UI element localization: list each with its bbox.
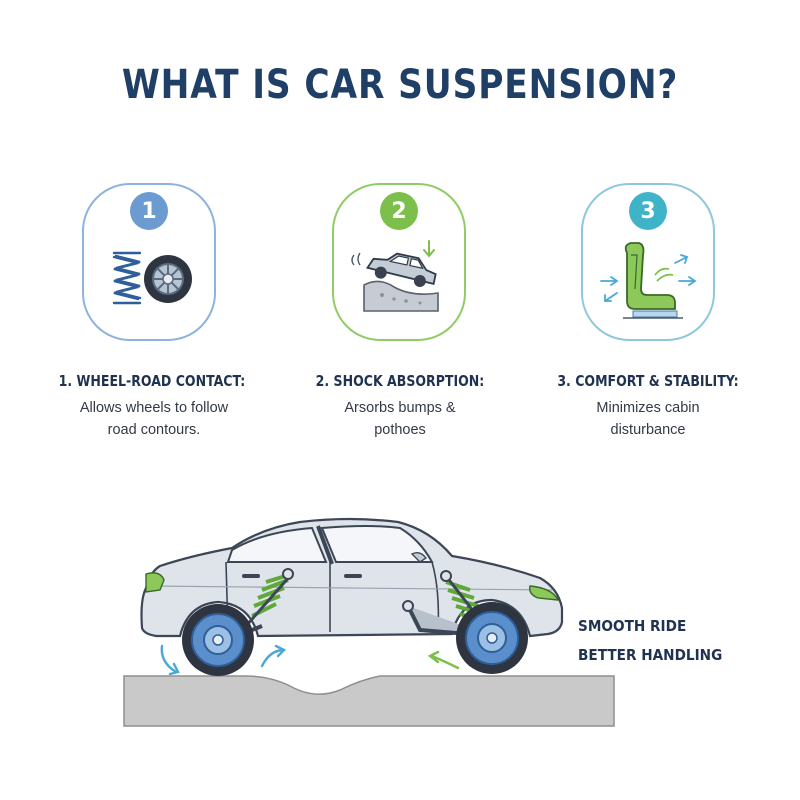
step-description-line: disturbance xyxy=(610,422,686,438)
step-card-wheel-road-contact: 1 xyxy=(82,183,216,341)
step-card-shock-absorption: 2 xyxy=(332,183,466,341)
step-number-badge: 1 xyxy=(130,192,168,230)
step-description-line: Allows wheels to follow xyxy=(79,400,229,416)
step-heading: 2. SHOCK ABSORPTION: xyxy=(315,372,485,390)
car-on-bump-icon xyxy=(351,240,439,312)
head-light xyxy=(528,585,560,601)
front-wheel xyxy=(456,602,528,674)
car-suspension-illustration xyxy=(123,517,615,727)
step-description-line: Minimizes cabin xyxy=(596,400,700,416)
step-description: Minimizes cabin disturbance xyxy=(538,397,758,441)
road-surface xyxy=(123,675,615,727)
step-card-comfort-stability: 3 xyxy=(581,183,715,341)
step-description-line: pothoes xyxy=(374,422,426,438)
step-number-badge: 3 xyxy=(629,192,667,230)
step-description: Arsorbs bumps & pothoes xyxy=(290,397,510,441)
tail-light xyxy=(145,572,165,593)
step-heading: 1. WHEEL-ROAD CONTACT: xyxy=(58,372,246,390)
step-description: Allows wheels to follow road contours. xyxy=(44,397,264,441)
car-seat-icon xyxy=(600,242,697,319)
motion-arrows xyxy=(160,644,460,676)
benefit-better-handling: BETTER HANDLING xyxy=(578,646,723,664)
rear-wheel xyxy=(182,604,254,676)
step-heading: 3. COMFORT & STABILITY: xyxy=(557,372,739,390)
spring-and-wheel-icon xyxy=(112,251,192,305)
step-description-line: Arsorbs bumps & xyxy=(344,400,456,416)
benefit-smooth-ride: SMOOTH RIDE xyxy=(578,617,687,635)
front-window xyxy=(226,526,328,563)
rear-window xyxy=(320,525,434,563)
step-description-line: road contours. xyxy=(107,422,201,438)
step-number-badge: 2 xyxy=(380,192,418,230)
page-title: WHAT IS CAR SUSPENSION? xyxy=(121,62,679,108)
